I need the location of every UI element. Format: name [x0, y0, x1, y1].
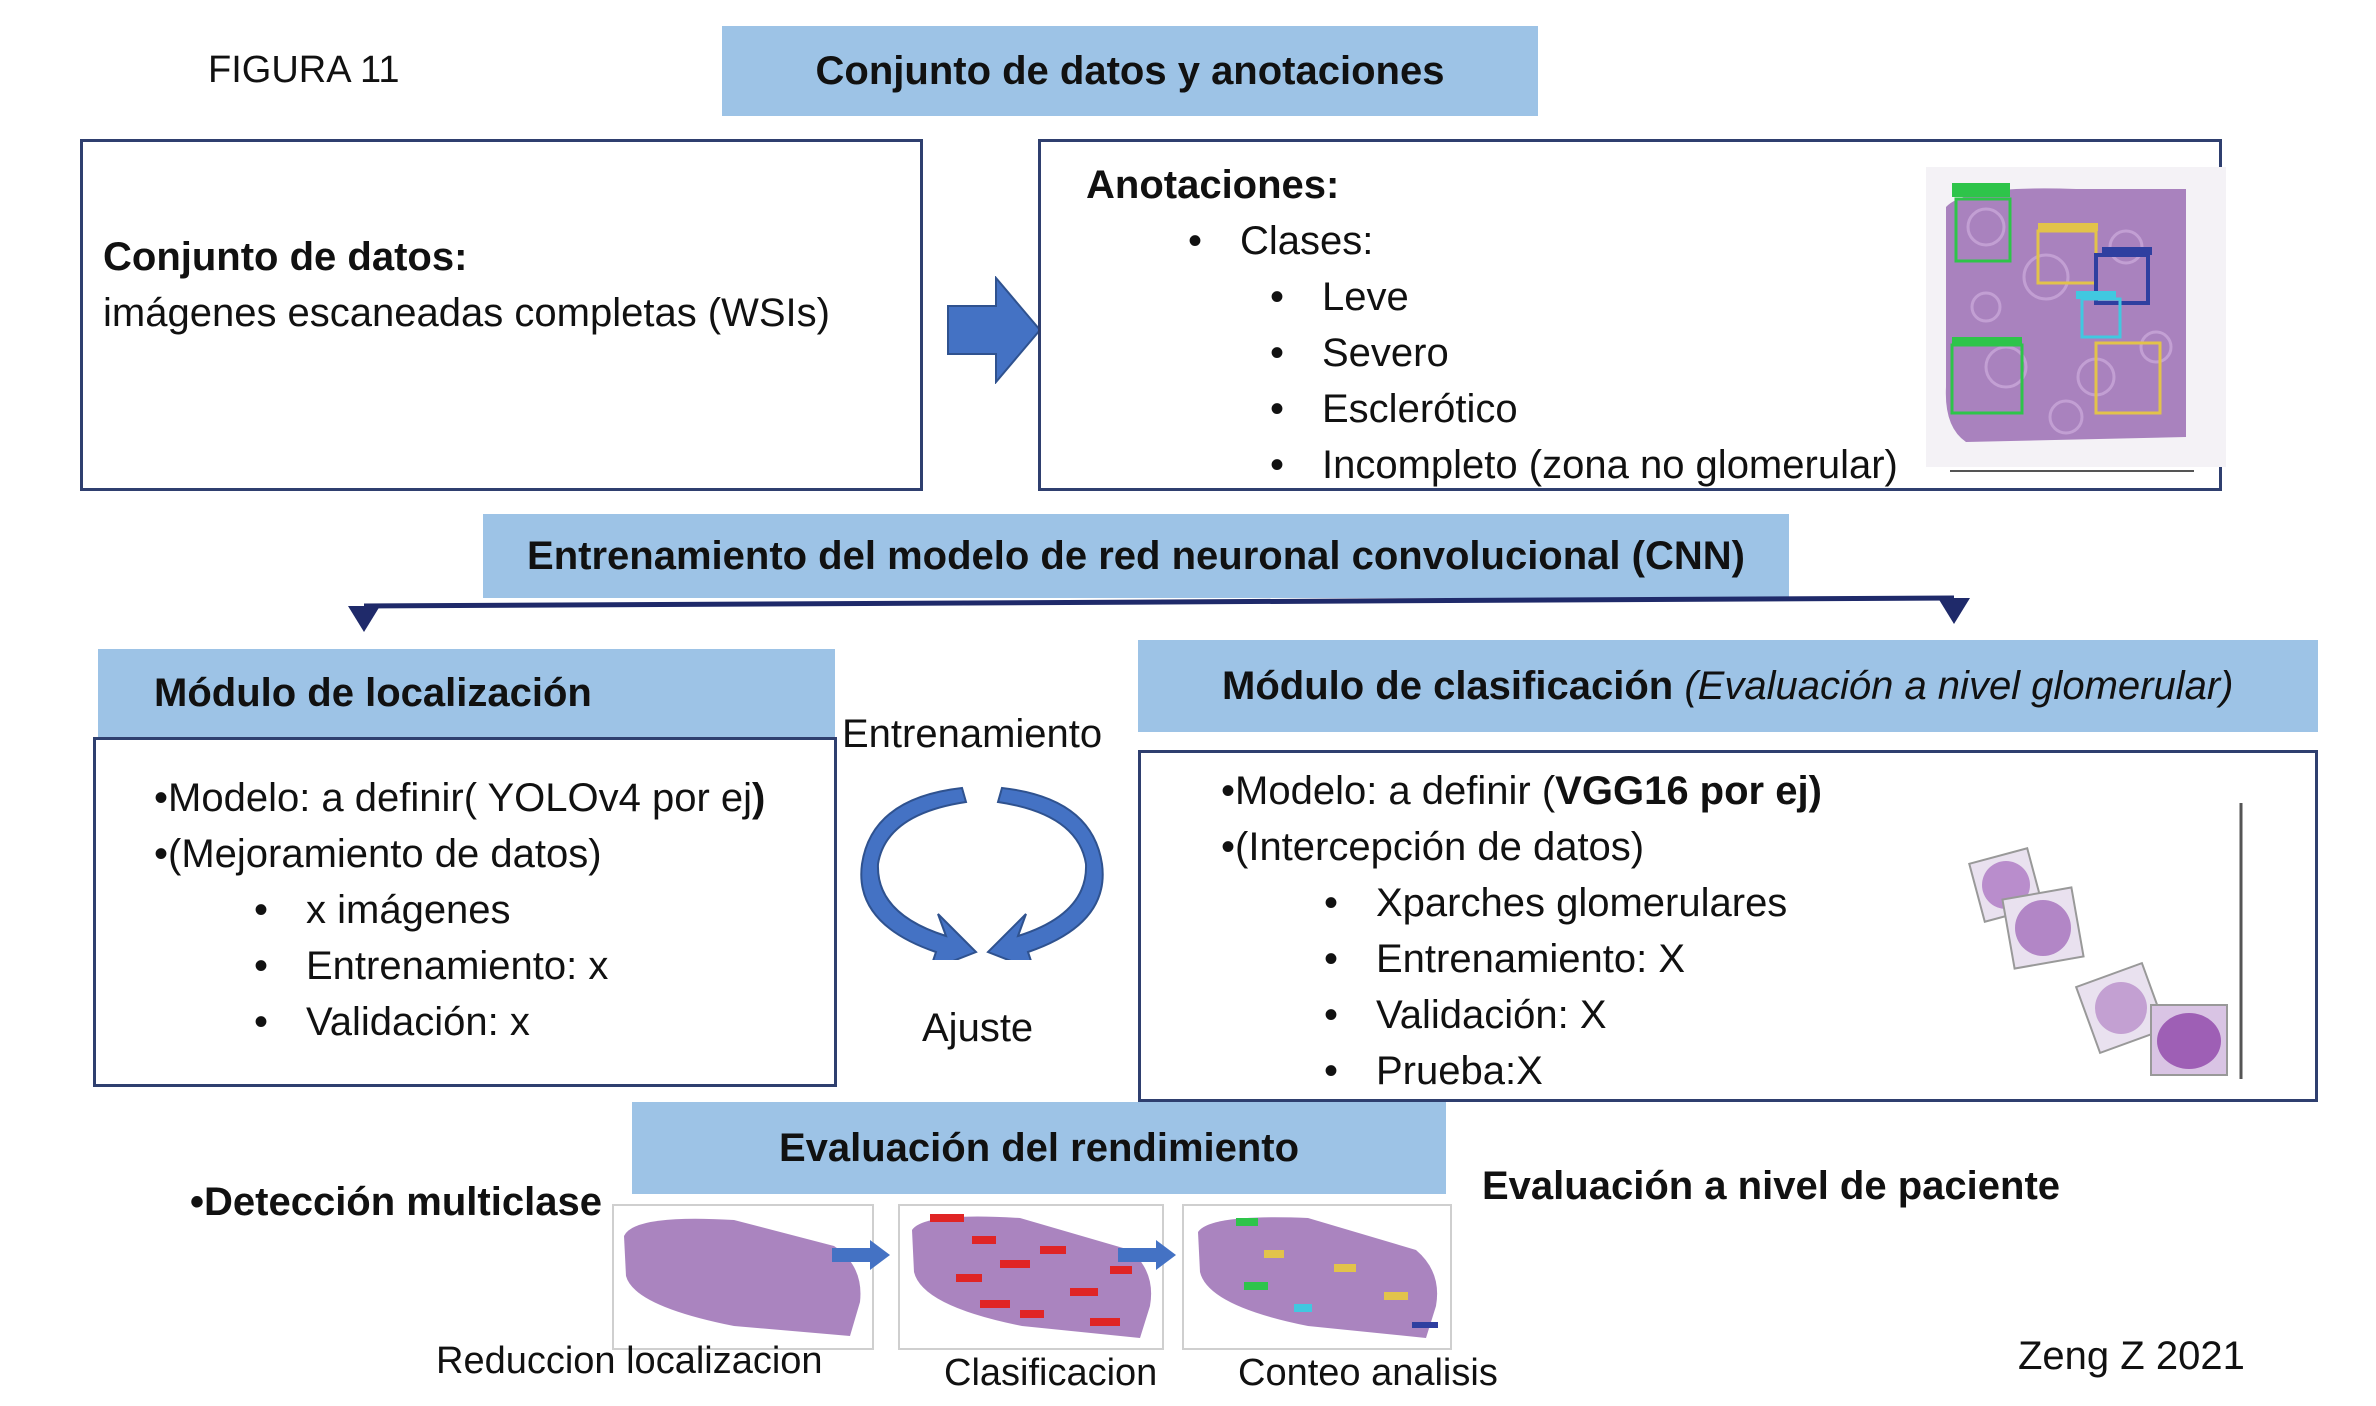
classification-item: Xparches glomerulares — [1324, 875, 1787, 931]
dataset-heading: Conjunto de datos: — [103, 235, 468, 279]
classification-box: •Modelo: a definir (VGG16 por ej) •(Inte… — [1138, 750, 2318, 1102]
wsi-thumbnail-counting — [1182, 1204, 1452, 1350]
divider-line — [1950, 470, 2194, 472]
figure-label: FIGURA 11 — [208, 49, 400, 91]
annotations-box: Anotaciones: Clases: Leve Severo Escleró… — [1038, 139, 2226, 493]
localization-title: Módulo de localización — [98, 649, 835, 737]
patient-level-label: Evaluación a nivel de paciente — [1482, 1164, 2061, 1208]
cycle-top-label: Entrenamiento — [842, 712, 1103, 756]
classification-subtitle: (Evaluación a nivel glomerular) — [1684, 663, 2234, 708]
wsi-thumbnail-classification — [898, 1204, 1164, 1350]
localization-item: Entrenamiento: x — [254, 938, 608, 994]
class-item: Leve — [1270, 269, 1409, 325]
dataset-text: imágenes escaneadas completas (WSIs) — [103, 291, 830, 335]
caption-localization: Reduccion localizacion — [436, 1340, 823, 1382]
localization-model-paren: ) — [752, 776, 766, 820]
section1-title: Conjunto de datos y anotaciones — [722, 26, 1538, 116]
localization-model: •Modelo: a definir( YOLOv4 por ej) — [154, 770, 765, 826]
localization-model-text: •Modelo: a definir( YOLOv4 por ej — [154, 776, 753, 820]
dataset-box: Conjunto de datos: imágenes escaneadas c… — [80, 139, 923, 491]
section2-title: Entrenamiento del modelo de red neuronal… — [483, 514, 1789, 598]
caption-counting: Conteo analisis — [1238, 1352, 1498, 1394]
glomerular-patches-image — [1946, 783, 2246, 1079]
class-item: Incompleto (zona no glomerular) — [1270, 437, 1898, 493]
class-item: Esclerótico — [1270, 381, 1518, 437]
refresh-cycle-icon — [860, 786, 1104, 960]
annotated-wsi-image — [1926, 167, 2226, 467]
multiclass-detection-label: •Detección multiclase — [190, 1180, 602, 1224]
classes-label: Clases: — [1188, 213, 1374, 269]
right-arrow-icon — [832, 1240, 890, 1270]
credit-label: Zeng Z 2021 — [2018, 1334, 2245, 1378]
wsi-thumbnail-localization — [612, 1204, 874, 1350]
classification-model-text: •Modelo: a definir ( — [1221, 769, 1556, 813]
classification-title-bar: Módulo de clasificación (Evaluación a ni… — [1138, 640, 2318, 732]
localization-item: x imágenes — [254, 882, 510, 938]
classification-model-bold: VGG16 por ej) — [1555, 769, 1822, 813]
classification-interception: •(Intercepción de datos) — [1221, 825, 1645, 869]
classification-item: Entrenamiento: X — [1324, 931, 1685, 987]
split-connector-arrow — [348, 595, 1970, 632]
caption-classification: Clasificacion — [944, 1352, 1158, 1394]
annotations-heading: Anotaciones: — [1086, 163, 1340, 207]
classification-model: •Modelo: a definir (VGG16 por ej) — [1221, 763, 1822, 819]
localization-item: Validación: x — [254, 994, 530, 1050]
right-arrow-icon — [947, 276, 1042, 384]
localization-box: •Modelo: a definir( YOLOv4 por ej) •(Mej… — [93, 737, 837, 1087]
right-arrow-icon — [1118, 1240, 1176, 1270]
localization-augmentation: •(Mejoramiento de datos) — [154, 832, 602, 876]
section3-title: Evaluación del rendimiento — [632, 1102, 1446, 1194]
classification-item: Validación: X — [1324, 987, 1606, 1043]
cycle-bottom-label: Ajuste — [922, 1006, 1034, 1050]
classification-title: Módulo de clasificación — [1222, 663, 1674, 708]
class-item: Severo — [1270, 325, 1449, 381]
classification-item: Prueba:X — [1324, 1043, 1543, 1099]
